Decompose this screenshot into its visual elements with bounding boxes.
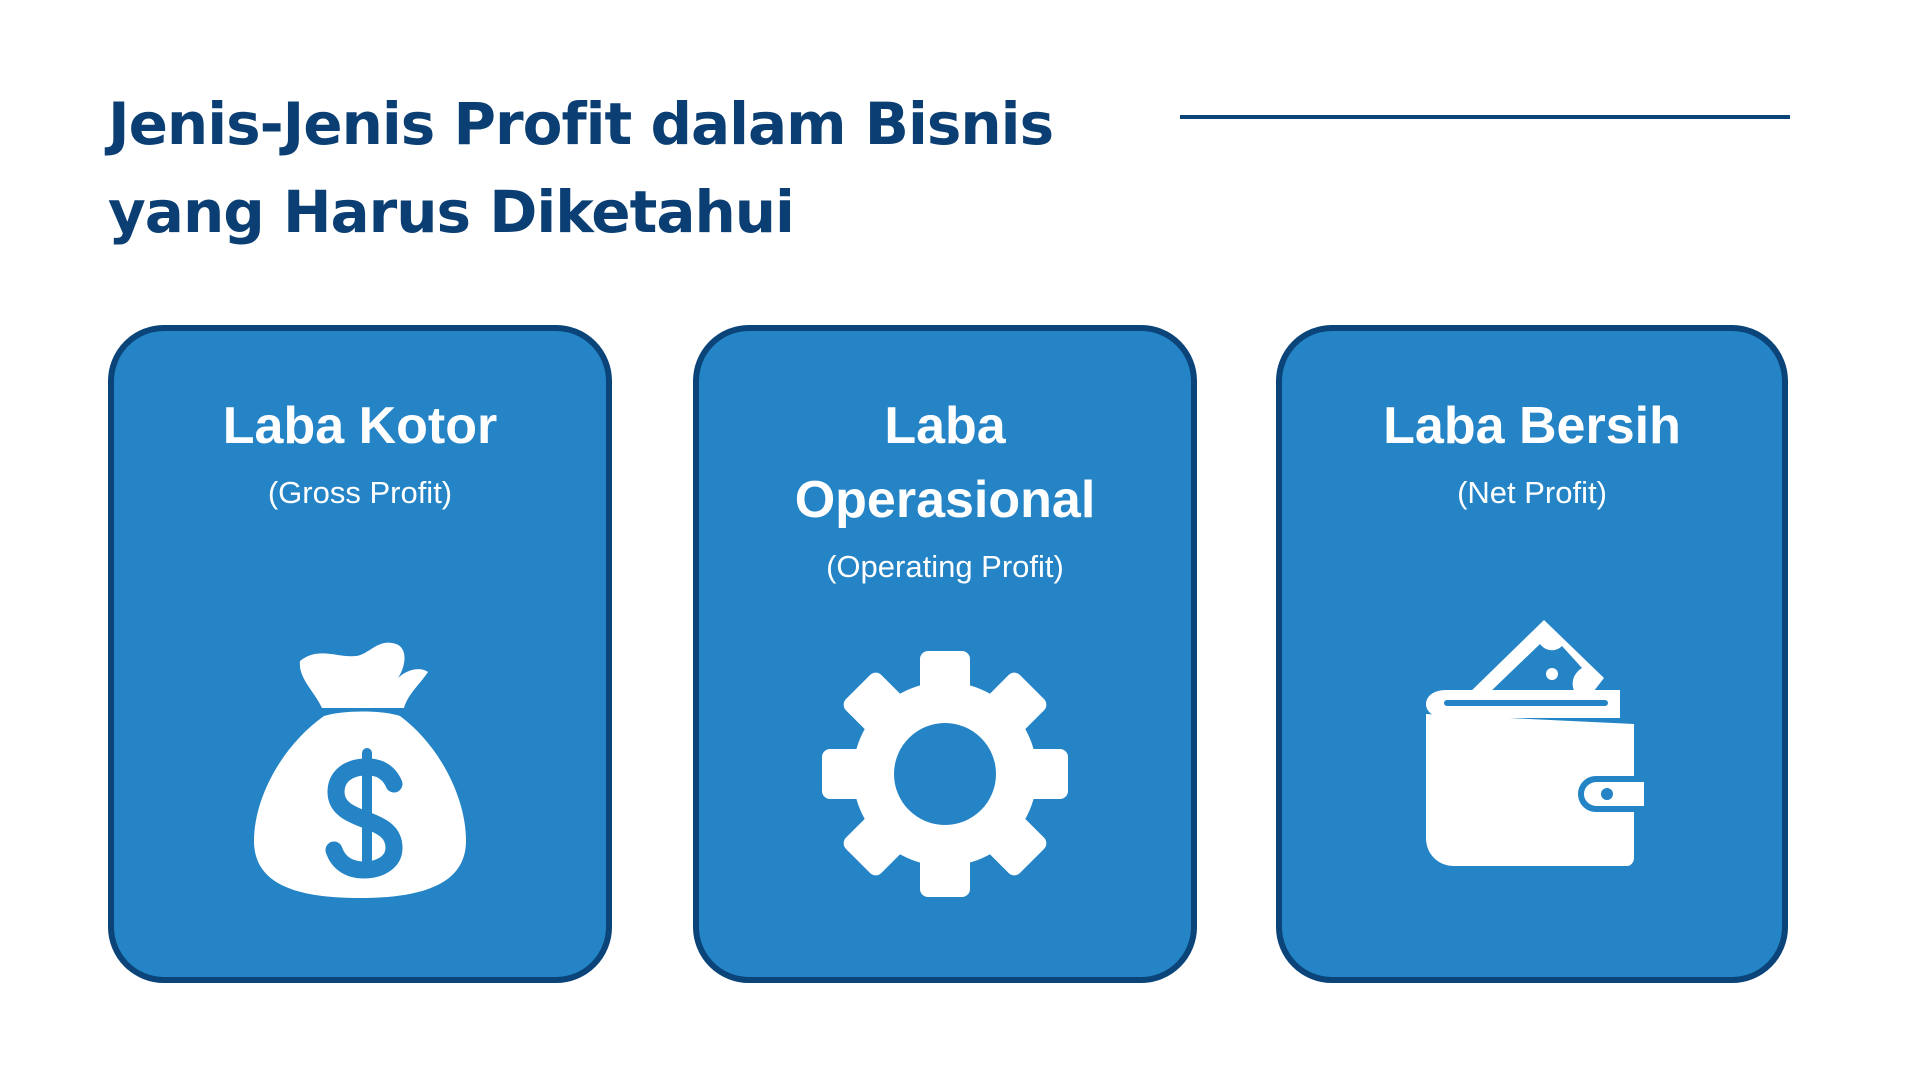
wallet-icon [1424,616,1648,866]
card-subtitle: (Operating Profit) [826,549,1064,584]
page-title: Jenis-Jenis Profit dalam Bisnis yang Har… [108,80,1168,256]
money-bag-icon [248,636,468,901]
card-net-profit: Laba Bersih (Net Profit) [1276,325,1788,983]
card-operating-profit: Laba Operasional (Operating Profit) [693,325,1197,983]
header-divider [1180,115,1790,119]
card-subtitle: (Net Profit) [1457,475,1607,510]
card-gross-profit: Laba Kotor (Gross Profit) [108,325,612,983]
card-title: Laba Bersih [1282,331,1782,463]
card-title-line: Laba Kotor [222,397,498,455]
card-title-line: Laba [884,397,1006,455]
gear-icon [820,649,1070,899]
card-title-line: Operasional [794,471,1096,529]
card-title: Laba Operasional [699,331,1191,537]
page-title-line-1: Jenis-Jenis Profit dalam Bisnis [108,90,1054,158]
card-subtitle: (Gross Profit) [267,475,453,510]
card-title: Laba Kotor [114,331,606,463]
page-title-line-2: yang Harus Diketahui [108,178,795,246]
card-title-line: Laba Bersih [1383,397,1681,455]
